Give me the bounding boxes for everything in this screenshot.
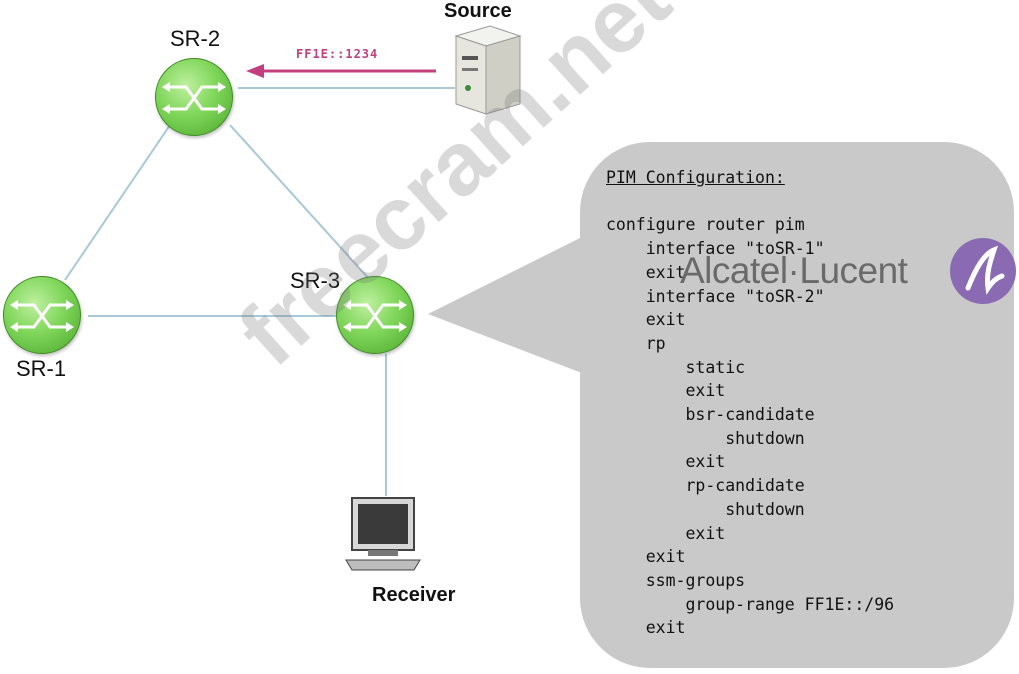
config-line: shutdown <box>606 499 805 519</box>
router-icon <box>343 300 407 332</box>
config-line: shutdown <box>606 428 805 448</box>
config-line: interface "toSR-2" <box>606 286 825 306</box>
config-line: bsr-candidate <box>606 405 815 425</box>
router-sr2-label: SR-2 <box>170 26 221 51</box>
config-title: PIM Configuration: <box>606 168 785 187</box>
config-line: exit <box>606 381 726 401</box>
config-line: exit <box>606 262 686 282</box>
receiver-label: Receiver <box>372 584 456 606</box>
router-sr1[interactable] <box>3 276 81 354</box>
router-sr1-label: SR-1 <box>16 356 67 381</box>
config-line: group-range FF1E::/96 <box>606 594 895 614</box>
router-icon <box>162 82 226 114</box>
config-line: static <box>606 357 746 377</box>
workstation-icon[interactable] <box>344 494 422 574</box>
router-sr2[interactable] <box>155 58 233 136</box>
server-icon[interactable] <box>452 22 524 116</box>
router-sr3[interactable] <box>336 276 414 354</box>
config-line: exit <box>606 523 726 543</box>
config-line: rp-candidate <box>606 476 805 496</box>
pim-config-block: PIM Configuration: configure router pim … <box>606 166 894 640</box>
config-line: exit <box>606 452 726 472</box>
config-line: exit <box>606 547 686 567</box>
router-sr3-label: SR-3 <box>290 268 341 293</box>
config-line: rp <box>606 333 666 353</box>
link-sr2-sr3 <box>229 124 371 281</box>
config-line: configure router pim <box>606 215 805 235</box>
brand-wordmark: Alcatel·Lucent <box>680 250 908 291</box>
group-address-label: FF1E::1234 <box>296 47 379 61</box>
brand-logo-icon <box>950 238 1016 304</box>
source-label: Source <box>444 0 512 22</box>
config-callout <box>580 142 1014 668</box>
multicast-flow-arrowhead <box>246 64 264 78</box>
config-line: exit <box>606 618 686 638</box>
config-line: exit <box>606 310 686 330</box>
config-line: interface "toSR-1" <box>606 239 825 259</box>
router-icon <box>10 300 74 332</box>
link-sr2-sr1 <box>64 124 171 281</box>
config-line: ssm-groups <box>606 570 746 590</box>
